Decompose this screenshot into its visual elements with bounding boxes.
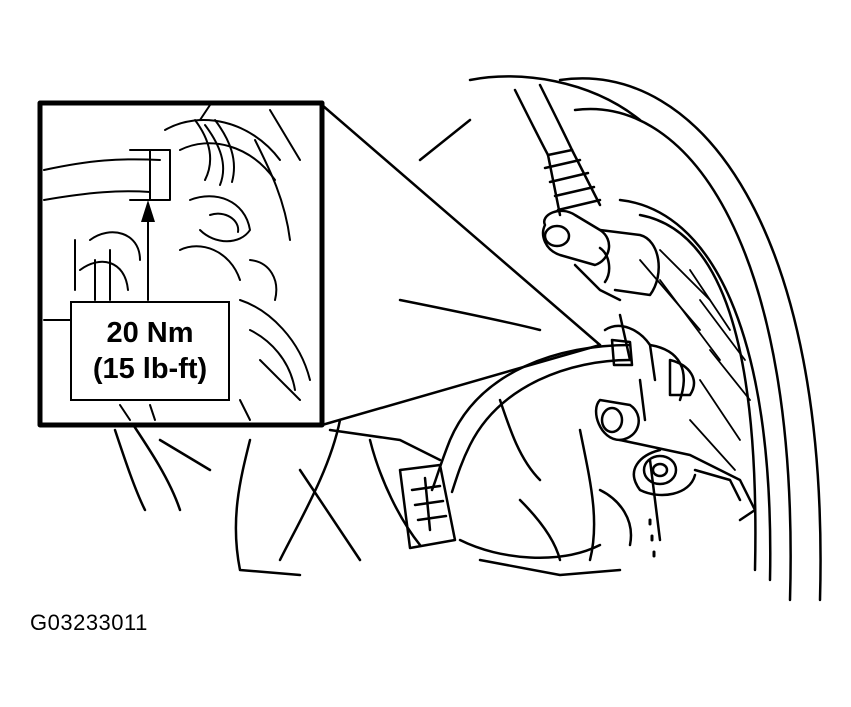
caliper-assembly bbox=[578, 313, 757, 562]
inset-detail bbox=[43, 104, 311, 421]
retainer-clip bbox=[398, 463, 457, 550]
detail-dashes bbox=[648, 518, 656, 558]
torque-arrow-icon bbox=[141, 200, 155, 301]
wheel-rim bbox=[468, 75, 822, 602]
knuckle-outline bbox=[113, 118, 622, 577]
magnifier-lines bbox=[320, 103, 602, 427]
torque-metric-value: 20 Nm bbox=[106, 316, 194, 349]
figure-id: G03233011 bbox=[30, 610, 148, 635]
rotor-ribs bbox=[639, 249, 751, 471]
torque-imperial-value: (15 lb-ft) bbox=[92, 353, 208, 385]
hose-fitting bbox=[541, 209, 660, 302]
torque-callout: 20 Nm (15 lb-ft) bbox=[70, 301, 230, 401]
brake-hose bbox=[513, 83, 602, 217]
